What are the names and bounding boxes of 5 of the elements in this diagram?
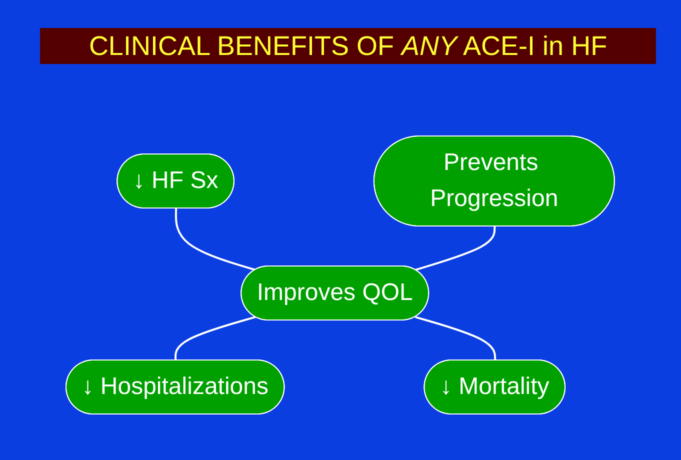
- title-banner: CLINICAL BENEFITS OF ANY ACE-I in HF: [40, 28, 656, 64]
- connector: [175, 208, 256, 271]
- connector: [174, 316, 256, 361]
- connector: [415, 226, 496, 271]
- connector: [415, 316, 496, 361]
